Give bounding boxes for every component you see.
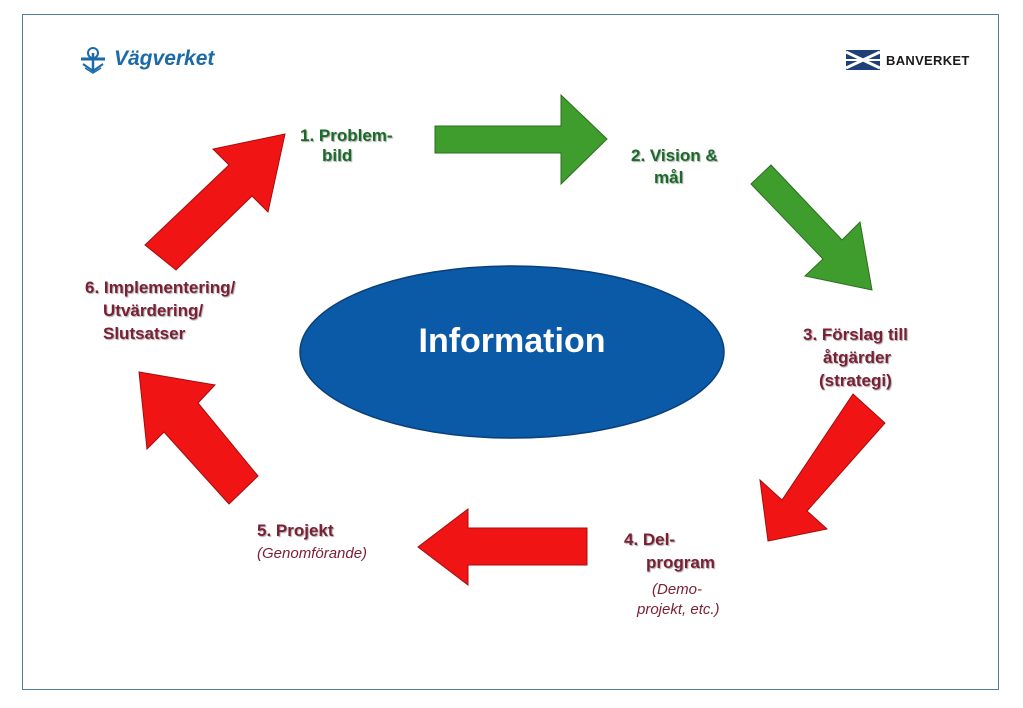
step-1-line1: 1. Problem- bbox=[300, 126, 393, 145]
step-3-line1: 3. Förslag till bbox=[803, 325, 908, 344]
information-label: Information bbox=[418, 322, 606, 360]
step-6-line2: Utvärdering/ bbox=[103, 301, 204, 320]
arrow-2-to-3 bbox=[750, 164, 873, 291]
step-1-line2: bild bbox=[322, 146, 353, 165]
banverket-wordmark: BANVERKET bbox=[886, 52, 970, 68]
banverket-logo: BANVERKET bbox=[846, 50, 970, 70]
vagverket-emblem-icon bbox=[81, 47, 105, 74]
step-2-line1: 2. Vision & bbox=[631, 146, 718, 165]
vagverket-wordmark: Vägverket bbox=[114, 47, 215, 70]
step-4-sub1: (Demo- bbox=[652, 581, 703, 598]
arrow-5-to-6 bbox=[138, 371, 259, 505]
banverket-flag-icon bbox=[846, 50, 880, 70]
step-4-line2: program bbox=[646, 553, 715, 572]
step-6-line1: 6. Implementering/ bbox=[85, 278, 236, 297]
information-ellipse bbox=[299, 265, 725, 439]
step-2-line2: mål bbox=[654, 168, 684, 187]
arrow-3-to-4 bbox=[759, 393, 886, 542]
step-3-line2: åtgärder bbox=[823, 348, 892, 367]
arrow-4-to-5 bbox=[417, 507, 588, 587]
step-5-sub1: (Genomförande) bbox=[257, 545, 368, 562]
step-5-line1: 5. Projekt bbox=[257, 521, 334, 540]
step-4-sub2: projekt, etc.) bbox=[637, 601, 720, 618]
arrow-6-to-1 bbox=[144, 133, 286, 271]
step-3-line3: (strategi) bbox=[819, 371, 892, 390]
step-6-line3: Slutsatser bbox=[103, 324, 186, 343]
step-4-line1: 4. Del- bbox=[624, 530, 676, 549]
vagverket-logo: Vägverket bbox=[78, 44, 214, 74]
arrow-1-to-2 bbox=[434, 93, 608, 186]
slide-frame bbox=[22, 14, 999, 690]
